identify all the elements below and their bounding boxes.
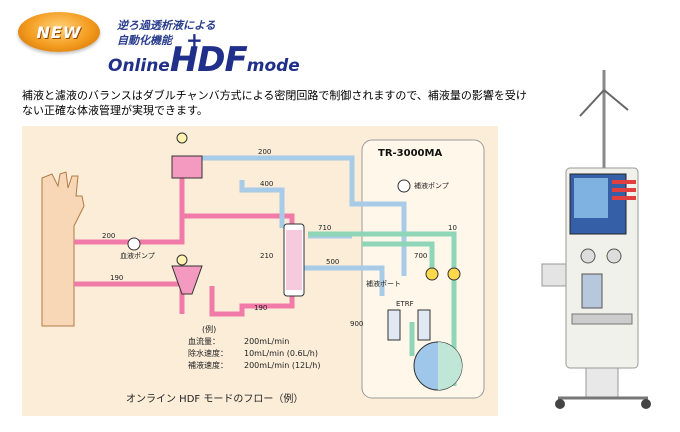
label-400: 400 bbox=[260, 180, 273, 188]
arterial-line bbox=[74, 166, 295, 245]
etrf-filter bbox=[417, 309, 431, 341]
pump-wheel bbox=[606, 248, 622, 264]
logo-main: HDF bbox=[169, 40, 248, 80]
screen-content bbox=[574, 178, 608, 218]
label-190-left: 190 bbox=[110, 274, 123, 282]
tank-divider bbox=[438, 342, 462, 390]
online-hdf-logo: OnlineHDFmode bbox=[108, 40, 300, 80]
label-200: 200 bbox=[102, 232, 115, 240]
label-210: 210 bbox=[260, 252, 273, 260]
blood-pump-label: 血液ポンプ bbox=[120, 251, 155, 260]
dialyzer-fibers bbox=[286, 230, 302, 290]
indicator-light bbox=[612, 180, 636, 184]
flow-diagram: TR-3000MA 200 200 4 bbox=[22, 126, 498, 416]
etrf-filter bbox=[387, 309, 401, 341]
example-label-1: 除水速度： bbox=[188, 348, 228, 358]
substitution-pump-icon bbox=[397, 179, 411, 193]
dialysis-machine-illustration bbox=[528, 68, 668, 413]
label-190-right: 190 bbox=[254, 304, 267, 312]
substitution-pump-label: 補液ポンプ bbox=[414, 181, 449, 190]
example-label-2: 補液速度： bbox=[188, 360, 228, 370]
arm-illustration bbox=[41, 171, 85, 327]
air-detector-icon bbox=[176, 254, 188, 266]
arterial-drip-chamber bbox=[171, 155, 203, 179]
label-200-top: 200 bbox=[258, 148, 271, 156]
wheel bbox=[641, 399, 651, 409]
machine-stand bbox=[585, 367, 619, 399]
blood-pump-icon bbox=[127, 237, 141, 251]
new-badge: NEW bbox=[18, 12, 100, 52]
logo-suffix: mode bbox=[246, 56, 300, 76]
label-710: 710 bbox=[318, 224, 331, 232]
dialyzer-holder bbox=[581, 273, 603, 309]
new-badge-label: NEW bbox=[36, 22, 82, 42]
label-700: 700 bbox=[414, 252, 427, 260]
feature-subtitle: 逆ろ過透析液による 自動化機能 bbox=[117, 18, 216, 48]
machine-svg bbox=[541, 70, 651, 409]
side-module bbox=[541, 263, 567, 287]
logo-prefix: Online bbox=[108, 56, 170, 76]
label-500: 500 bbox=[326, 258, 339, 266]
yellow-pump-icon bbox=[425, 267, 439, 281]
iv-hooks bbox=[579, 89, 629, 117]
example-title: (例) bbox=[202, 324, 216, 334]
description-text: 補液と濾液のバランスはダブルチャンバ方式による密閉回路で制御されますので、補液量… bbox=[22, 89, 527, 117]
label-10: 10 bbox=[448, 224, 457, 232]
diagram-caption: オンライン HDF モードのフロー（例） bbox=[126, 392, 303, 405]
plus-mark: + bbox=[186, 28, 203, 52]
machine-label: TR-3000MA bbox=[378, 148, 442, 159]
control-strip bbox=[571, 313, 633, 325]
etrf-label: ETRF bbox=[396, 300, 414, 308]
venous-drip-chamber bbox=[171, 265, 203, 295]
wheel bbox=[555, 399, 565, 409]
subtitle-line-2: 自動化機能 bbox=[117, 34, 172, 47]
subtitle-line-1: 逆ろ過透析液による bbox=[117, 19, 216, 32]
yellow-pump-icon bbox=[447, 267, 461, 281]
sub-port-label: 補液ポート bbox=[366, 279, 401, 288]
example-table: (例) 血流量： 200mL/min 除水速度： 10mL/min (0.6L/… bbox=[188, 324, 321, 370]
example-value-0: 200mL/min bbox=[244, 337, 289, 346]
air-detector-icon bbox=[176, 132, 188, 144]
filtrate-line bbox=[308, 231, 457, 386]
example-label-0: 血流量： bbox=[188, 336, 220, 346]
example-value-2: 200mL/min (12L/h) bbox=[244, 361, 321, 370]
pump-wheel bbox=[580, 248, 596, 264]
label-900: 900 bbox=[350, 320, 363, 328]
indicator-light bbox=[612, 188, 636, 192]
example-value-1: 10mL/min (0.6L/h) bbox=[244, 349, 318, 358]
indicator-light bbox=[612, 196, 636, 200]
flow-diagram-svg: TR-3000MA 200 200 4 bbox=[41, 132, 485, 405]
